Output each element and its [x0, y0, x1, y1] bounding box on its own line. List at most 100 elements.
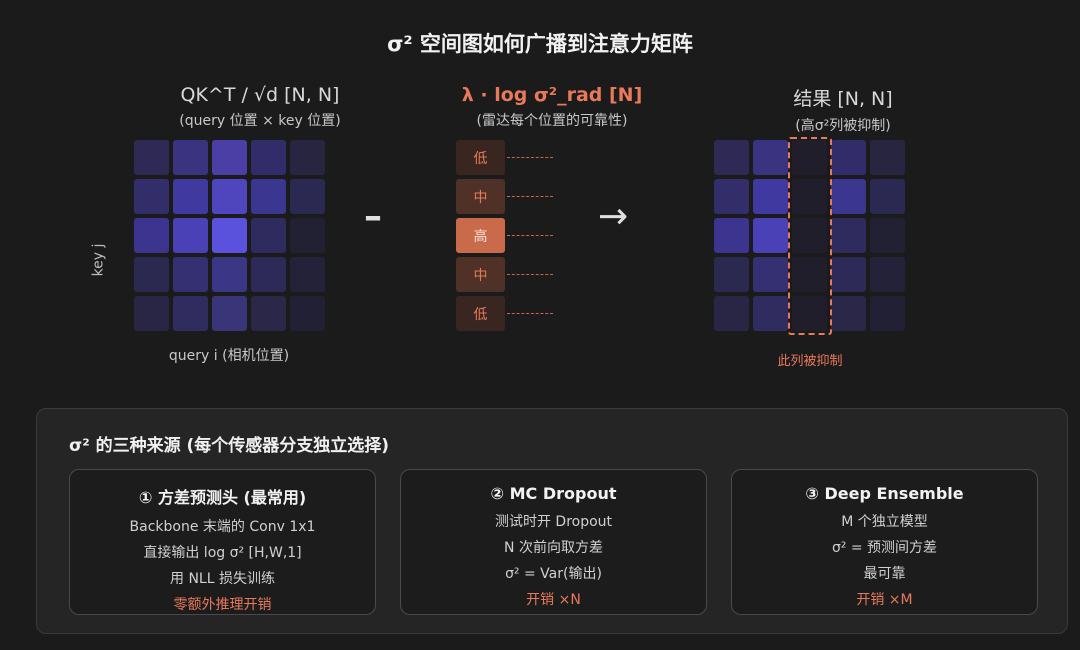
sources-title: σ² 的三种来源 (每个传感器分支独立选择) [69, 436, 390, 456]
dashed-line [507, 196, 553, 197]
vector-item: 低 [456, 296, 553, 331]
sources-panel: σ² 的三种来源 (每个传感器分支独立选择) ① 方差预测头 (最常用) Bac… [36, 408, 1068, 634]
matrix-cell [134, 296, 169, 331]
matrix-cell [831, 140, 866, 175]
matrix-cell [212, 179, 247, 214]
matrix-cell [212, 296, 247, 331]
vector-item-label: 低 [473, 150, 488, 167]
left-panel-header: QK^T / √d [N, N] (query 位置 × key 位置) [100, 84, 420, 130]
matrix-cell [212, 257, 247, 292]
matrix-cell [714, 179, 749, 214]
left-panel-heading: QK^T / √d [N, N] [180, 84, 340, 106]
matrix-cell [753, 257, 788, 292]
matrix-cell [290, 296, 325, 331]
card-line: 直接输出 log σ² [H,W,1] [143, 545, 302, 561]
matrix-cell [870, 257, 905, 292]
matrix-cell [212, 140, 247, 175]
vector-item-label: 高 [473, 228, 488, 245]
arrow-icon: → [598, 196, 629, 237]
matrix-cell [251, 140, 286, 175]
matrix-cell [173, 140, 208, 175]
y-axis-label: key j [90, 243, 107, 277]
card-cost: 开销 ×N [526, 592, 581, 608]
middle-panel-heading: λ · log σ²_rad [N] [461, 84, 643, 106]
x-axis-label: query i (相机位置) [168, 348, 290, 364]
card-line: 用 NLL 损失训练 [170, 571, 275, 587]
middle-panel-header: λ · log σ²_rad [N] (雷达每个位置的可靠性) [392, 84, 712, 130]
matrix-cell [714, 140, 749, 175]
suppressed-column-label: 此列被抑制 [777, 354, 843, 369]
dashed-line [507, 235, 553, 236]
matrix-cell [173, 218, 208, 253]
matrix-cell [870, 140, 905, 175]
matrix-cell [134, 257, 169, 292]
source-card-variance-head: ① 方差预测头 (最常用) Backbone 末端的 Conv 1x1 直接输出… [69, 469, 376, 615]
card-title: ② MC Dropout [490, 484, 617, 503]
matrix-cell [134, 179, 169, 214]
matrix-cell [792, 257, 827, 292]
right-panel-header: 结果 [N, N] (高σ²列被抑制) [683, 84, 1003, 135]
card-title: ③ Deep Ensemble [805, 484, 964, 503]
minus-symbol: – [364, 196, 382, 237]
matrix-cell [792, 218, 827, 253]
matrix-cell [831, 218, 866, 253]
left-panel-subheading: (query 位置 × key 位置) [179, 113, 341, 129]
page-title: σ² 空间图如何广播到注意力矩阵 [387, 32, 693, 56]
matrix-cell [290, 257, 325, 292]
result-matrix [714, 140, 905, 331]
card-title: ① 方差预测头 (最常用) [138, 488, 307, 507]
matrix-cell [290, 218, 325, 253]
matrix-cell [134, 140, 169, 175]
matrix-cell [831, 296, 866, 331]
card-line: 测试时开 Dropout [494, 514, 613, 530]
matrix-cell [753, 296, 788, 331]
matrix-cell [792, 296, 827, 331]
matrix-cell [173, 257, 208, 292]
matrix-cell [792, 140, 827, 175]
card-cost: 开销 ×M [856, 592, 913, 608]
card-line: M 个独立模型 [841, 514, 928, 530]
vector-item: 中 [456, 257, 553, 292]
matrix-cell [134, 218, 169, 253]
matrix-cell [251, 296, 286, 331]
matrix-cell [714, 296, 749, 331]
vector-item: 高 [456, 218, 553, 253]
dashed-line [507, 313, 553, 314]
dashed-line [507, 274, 553, 275]
vector-item-label: 中 [473, 189, 488, 206]
vector-item: 低 [456, 140, 553, 175]
matrix-cell [753, 218, 788, 253]
matrix-cell [290, 179, 325, 214]
matrix-cell [251, 218, 286, 253]
right-panel-subheading: (高σ²列被抑制) [795, 118, 891, 134]
vector-item-label: 低 [473, 306, 488, 323]
matrix-cell [792, 179, 827, 214]
card-line: σ² = Var(输出) [505, 566, 602, 582]
vector-item: 中 [456, 179, 553, 214]
matrix-cell [870, 179, 905, 214]
matrix-cell [290, 140, 325, 175]
matrix-cell [753, 140, 788, 175]
matrix-cell [714, 257, 749, 292]
matrix-cell [870, 296, 905, 331]
vector-item-label: 中 [473, 267, 488, 284]
card-line: 最可靠 [863, 566, 906, 582]
card-line: N 次前向取方差 [504, 540, 603, 556]
source-card-deep-ensemble: ③ Deep Ensemble M 个独立模型 σ² = 预测间方差 最可靠 开… [731, 469, 1038, 615]
matrix-cell [753, 179, 788, 214]
reliability-vector: 低 中 高 中 低 [456, 140, 553, 335]
source-card-mc-dropout: ② MC Dropout 测试时开 Dropout N 次前向取方差 σ² = … [400, 469, 707, 615]
matrix-cell [212, 218, 247, 253]
card-line: σ² = 预测间方差 [831, 540, 938, 556]
matrix-cell [173, 179, 208, 214]
card-line: Backbone 末端的 Conv 1x1 [129, 519, 316, 535]
right-panel-heading: 结果 [N, N] [793, 88, 893, 110]
matrix-cell [251, 179, 286, 214]
attention-matrix [134, 140, 325, 331]
matrix-cell [714, 218, 749, 253]
matrix-cell [173, 296, 208, 331]
suppressed-column-highlight [788, 137, 832, 335]
card-cost: 零额外推理开销 [173, 597, 272, 613]
middle-panel-subheading: (雷达每个位置的可靠性) [476, 113, 628, 129]
matrix-cell [251, 257, 286, 292]
